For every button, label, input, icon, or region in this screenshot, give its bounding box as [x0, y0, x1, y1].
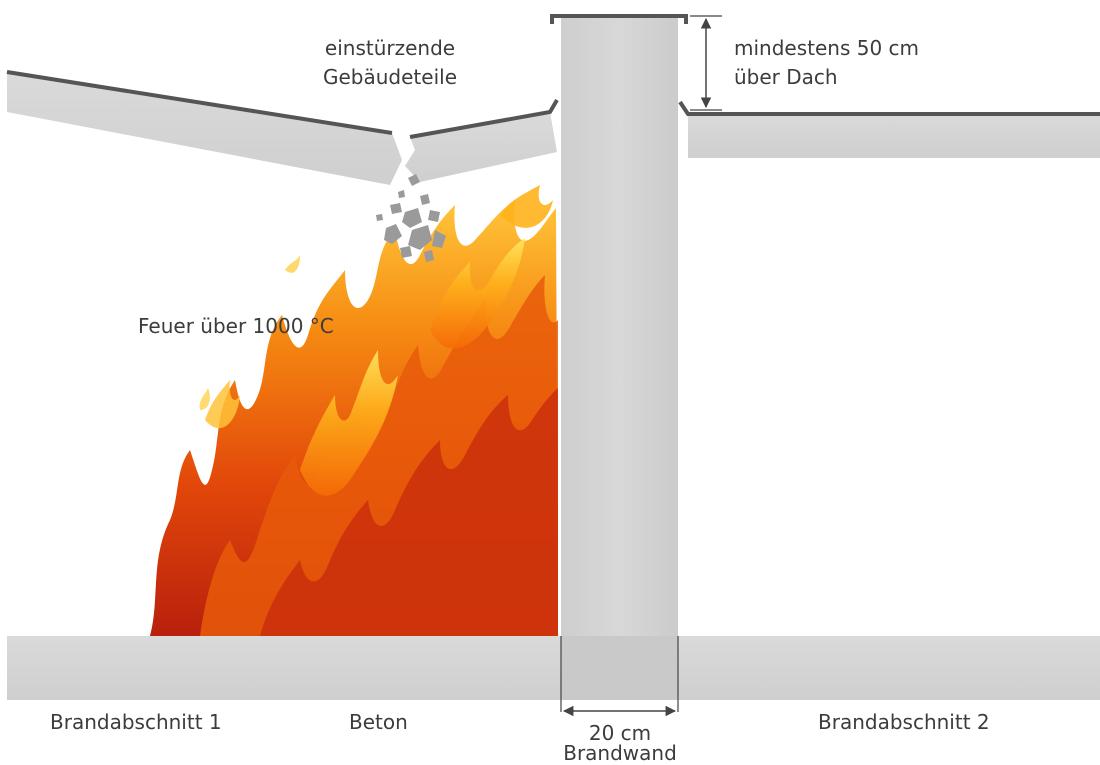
roof-right [678, 100, 1100, 158]
height-label-line1: mindestens 50 cm [734, 36, 920, 60]
material-label: Beton [349, 710, 408, 734]
collapsing-parts-line1: einstürzende [324, 36, 456, 60]
section-2-label: Brandabschnitt 2 [818, 710, 990, 734]
debris [376, 174, 446, 262]
firewall-name-label: Brandwand [563, 741, 677, 765]
height-dimension [690, 15, 722, 111]
wall-width-label: 20 cm [588, 721, 652, 745]
floor-slab [7, 636, 1100, 700]
fire-label: Feuer über 1000 °C [138, 314, 334, 338]
collapsing-parts-label: einstürzende Gebäudeteile [300, 34, 480, 92]
section-1-label: Brandabschnitt 1 [50, 710, 222, 734]
height-label-line2: über Dach [734, 65, 838, 89]
collapsing-roof-left [6, 70, 559, 185]
fire-flames [150, 185, 558, 636]
firewall [550, 14, 688, 712]
height-label: mindestens 50 cm über Dach [734, 34, 919, 92]
collapsing-parts-line2: Gebäudeteile [323, 65, 457, 89]
